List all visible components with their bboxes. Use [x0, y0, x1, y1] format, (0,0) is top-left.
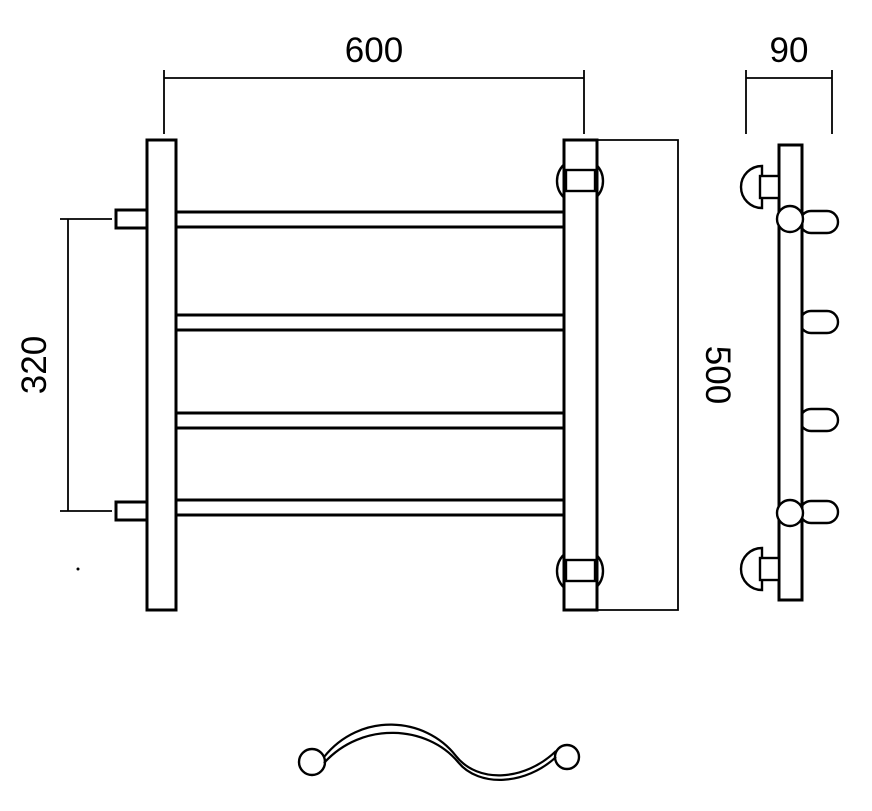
- wave-ribbon-lower: [323, 731, 557, 781]
- dim-320-label: 320: [15, 336, 54, 394]
- dimension-depth-90: 90: [745, 31, 833, 134]
- mount-bracket-bottom-nut: [564, 558, 597, 583]
- side-tab-boss-top: [775, 204, 805, 234]
- stray-dot: [76, 567, 80, 571]
- wave-end-circle-left: [297, 747, 327, 777]
- dimension-width-600: 600: [163, 31, 585, 134]
- side-bracket-nut-top: [758, 174, 781, 200]
- rung-2: [174, 313, 566, 332]
- side-post: [777, 143, 804, 602]
- side-rung-end-2: [798, 309, 840, 335]
- wave-end-circle-right: [553, 743, 581, 771]
- dim-600-label: 600: [345, 31, 403, 70]
- side-rung-end-4: [798, 499, 840, 525]
- wave-ribbon-upper: [323, 723, 557, 777]
- side-rung-end-3: [798, 407, 840, 433]
- side-rung-end-1: [798, 209, 840, 235]
- rung-4: [174, 498, 566, 517]
- decorative-wave: [297, 723, 581, 781]
- side-bracket-nut-bottom: [758, 556, 781, 582]
- left-post: [145, 138, 178, 612]
- dimension-height-500: 500: [698, 346, 737, 404]
- rung-3: [174, 411, 566, 430]
- left-mount-tab-top: [114, 208, 149, 230]
- side-wall-bracket-top: [739, 164, 764, 210]
- dim-90-label: 90: [770, 31, 809, 70]
- side-tab-boss-bottom: [775, 498, 805, 528]
- dim-500-label: 500: [698, 346, 737, 404]
- rung-1: [174, 210, 566, 229]
- right-post: [562, 138, 599, 612]
- dimension-mount-spacing-320: 320: [15, 218, 112, 512]
- front-view: [114, 138, 679, 612]
- height-dimension-extension: [597, 139, 679, 611]
- side-view: [739, 143, 840, 602]
- mount-bracket-top-nut: [564, 168, 597, 193]
- left-mount-tab-bottom: [114, 500, 149, 522]
- side-wall-bracket-bottom: [739, 546, 764, 592]
